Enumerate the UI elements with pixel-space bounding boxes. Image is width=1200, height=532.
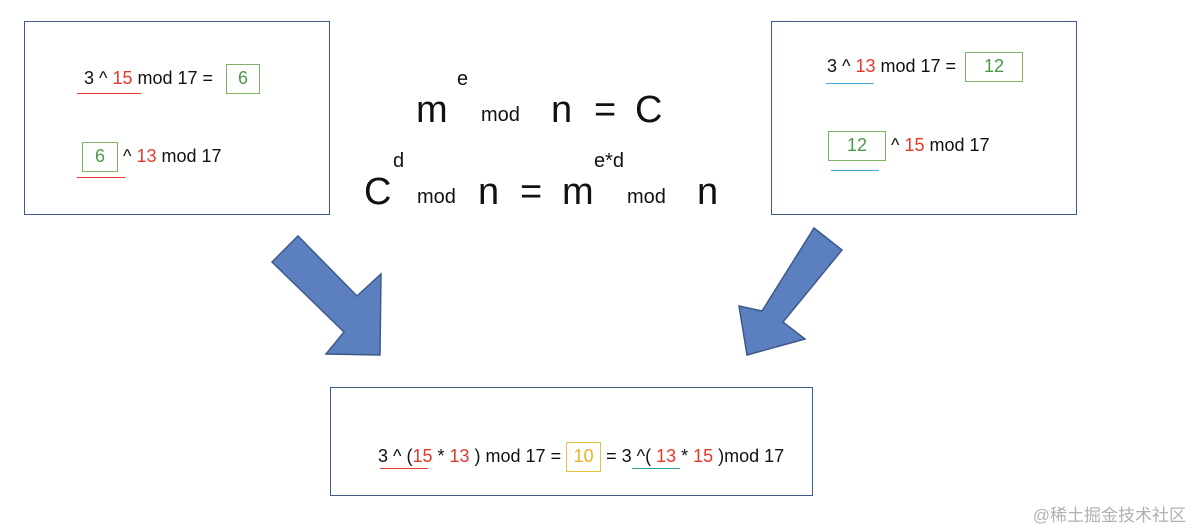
formula-encrypt-mod: mod — [481, 104, 520, 126]
left-line-2-underline — [77, 177, 125, 178]
formula-decrypt-m: m — [562, 171, 594, 213]
formula-encrypt-c: C — [635, 89, 663, 131]
formula-decrypt-equals: = — [520, 171, 543, 213]
right-line-1-mod: mod 17 = — [875, 55, 962, 76]
combined-equation: 3 ^ (15 * 13 ) mod 17 = 10 = 3 ^( 13 * 1… — [378, 442, 784, 472]
combined-middle: = 3 ^( — [601, 445, 657, 466]
formula-decrypt-mod: mod — [417, 186, 456, 208]
right-calculation-box — [771, 21, 1077, 215]
left-line-2-base: 6 — [82, 142, 118, 172]
combined-exponent-a: 15 — [412, 445, 433, 466]
combined-underline-left — [380, 468, 428, 469]
left-line-1-result: 6 — [226, 64, 261, 94]
left-down-arrow — [270, 234, 382, 356]
formula-decrypt-n: n — [478, 171, 500, 213]
left-calculation-box — [24, 21, 330, 215]
combined-exponent-b: 13 — [449, 445, 470, 466]
formula-decrypt-c: C — [364, 171, 392, 213]
right-down-arrow — [738, 226, 844, 356]
right-line-1: 3 ^ 13 mod 17 = 12 — [827, 52, 1024, 82]
combined-suffix: )mod 17 — [713, 445, 785, 466]
formula-encrypt-n: n — [551, 89, 573, 131]
formula-decrypt-exponent-d: d — [393, 150, 405, 172]
watermark: @稀土掘金技术社区 — [1032, 506, 1186, 525]
right-line-1-underline — [826, 83, 874, 84]
right-line-2-base: 12 — [828, 131, 886, 161]
combined-exponent-d: 15 — [693, 445, 714, 466]
left-line-2-mod: mod 17 — [156, 145, 222, 166]
left-line-2-exponent: 13 — [136, 145, 157, 166]
right-line-2-exponent: 15 — [904, 134, 925, 155]
formula-decrypt-mod-2: mod — [627, 186, 666, 208]
combined-prefix: 3 ^ ( — [378, 445, 413, 466]
left-line-1-mod: mod 17 = — [132, 67, 219, 88]
right-line-1-result: 12 — [965, 52, 1024, 82]
right-line-2-underline — [831, 170, 879, 171]
left-line-2-op: ^ — [118, 145, 137, 166]
combined-result: 10 — [566, 442, 602, 472]
left-line-1: 3 ^ 15 mod 17 = 6 — [84, 64, 261, 94]
formula-encrypt-equals: = — [594, 89, 617, 131]
left-line-2: 6 ^ 13 mod 17 — [82, 142, 222, 172]
formula-encrypt-exponent-e: e — [457, 68, 469, 90]
combined-multiply-1: * — [432, 445, 450, 466]
left-line-1-exponent: 15 — [112, 67, 133, 88]
right-line-2: 12 ^ 15 mod 17 — [828, 131, 990, 161]
right-line-1-base: 3 ^ — [827, 55, 856, 76]
combined-multiply-2: * — [676, 445, 694, 466]
combined-exponent-c: 13 — [656, 445, 677, 466]
combined-underline-right — [632, 468, 680, 469]
combined-calculation-box — [330, 387, 813, 496]
left-line-1-base: 3 ^ — [84, 67, 113, 88]
formula-decrypt-n-2: n — [697, 171, 719, 213]
combined-mod: ) mod 17 = — [469, 445, 567, 466]
right-line-2-op: ^ — [886, 134, 905, 155]
formula-decrypt-exponent-ed: e*d — [594, 150, 625, 172]
left-line-1-underline — [77, 93, 141, 94]
right-line-2-mod: mod 17 — [924, 134, 990, 155]
right-line-1-exponent: 13 — [855, 55, 876, 76]
formula-encrypt-m: m — [416, 89, 448, 131]
